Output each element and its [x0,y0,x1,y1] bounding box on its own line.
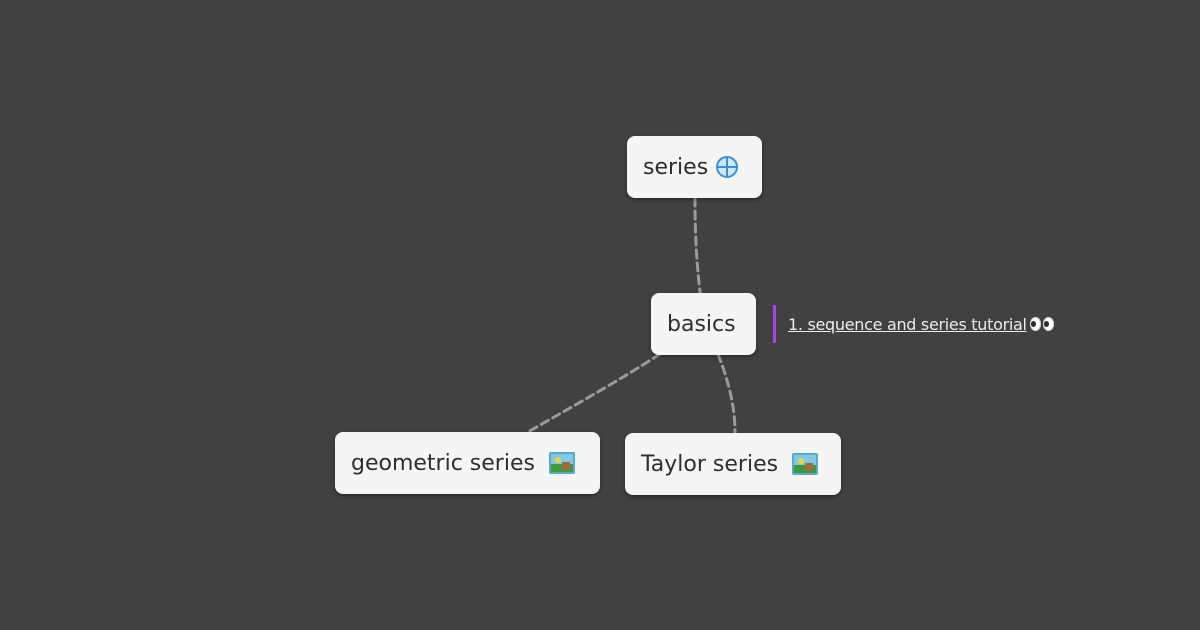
eye-right-icon [1042,317,1054,331]
edge-series-basics [693,196,702,294]
picture-icon[interactable] [548,452,575,474]
node-basics-label: basics [667,311,736,337]
node-series[interactable]: series [627,136,762,198]
node-basics[interactable]: basics [651,293,756,355]
node-taylor-series-label: Taylor series [641,451,779,477]
node-taylor-series[interactable]: Taylor series [625,433,841,495]
tutorial-link[interactable]: 1. sequence and series tutorial [788,314,1027,334]
eyes-icon [1029,317,1054,331]
edge-basics-taylor [716,352,737,434]
node-geometric-series[interactable]: geometric series [335,432,600,494]
note-link: 1. sequence and series tutorial [773,305,1054,343]
node-geometric-series-label: geometric series [351,450,535,476]
edge-basics-geometric [526,352,662,434]
picture-icon[interactable] [792,453,819,475]
globe-icon [716,156,739,178]
eye-left-icon [1029,317,1041,331]
node-series-label: series [643,154,709,180]
